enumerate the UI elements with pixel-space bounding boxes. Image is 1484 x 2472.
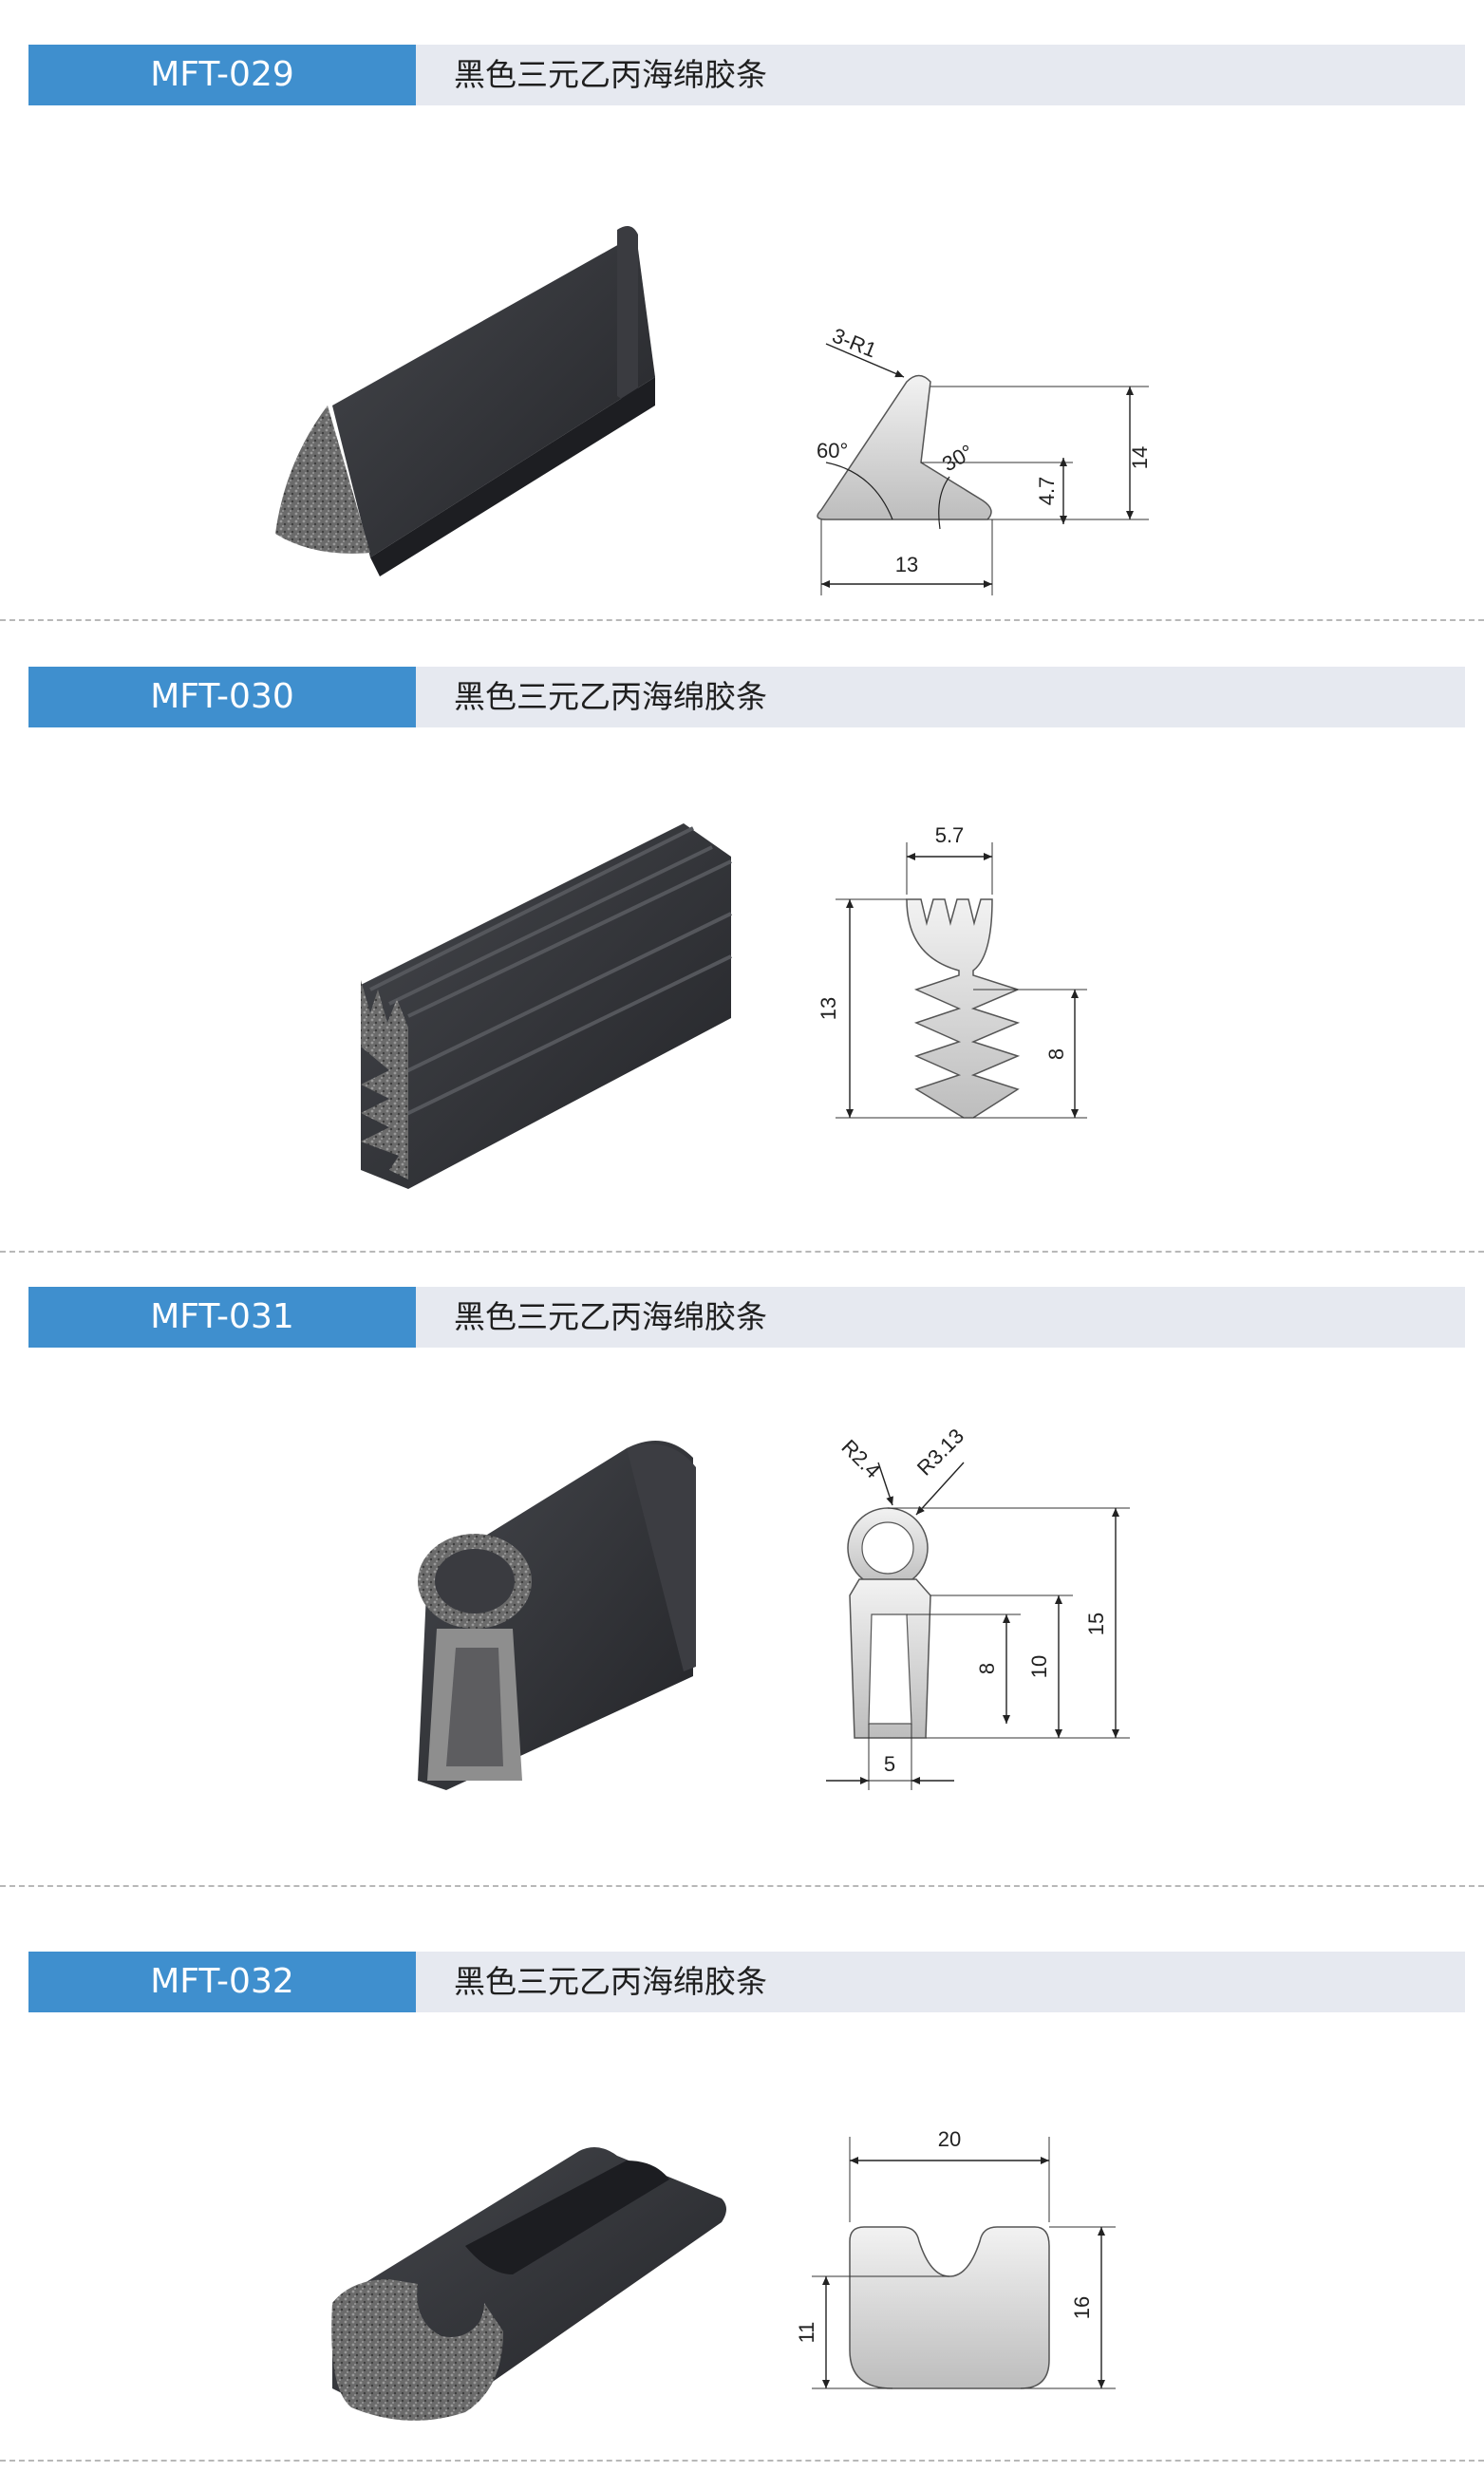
product-photo [331,2147,726,2421]
section-drawing: R2.4 R3.13 15 10 8 5 [826,1424,1130,1790]
dim-height-body: 10 [1027,1655,1051,1678]
dim-width: 20 [938,2127,961,2151]
dim-width: 5 [884,1752,895,1776]
dim-height-total: 15 [1084,1613,1108,1635]
product-code: MFT-031 [28,1287,416,1348]
product-code: MFT-029 [28,45,416,105]
product-code: MFT-030 [28,667,416,727]
product-mft-032: MFT-032 黑色三元乙丙海绵胶条 20 16 11 [0,1952,1484,2472]
product-header: MFT-030 黑色三元乙丙海绵胶条 [28,667,1465,727]
dim-radius-inner: R2.4 [836,1435,885,1483]
dim-angle-right: 30° [938,440,977,476]
product-title: 黑色三元乙丙海绵胶条 [454,678,767,715]
product-code: MFT-032 [28,1952,416,2012]
dim-width: 13 [895,553,918,576]
section-drawing: 14 4.7 13 3-R1 60° 30° [817,323,1152,595]
section-divider [0,619,1484,621]
section-drawing: 20 16 11 [795,2127,1116,2389]
product-title: 黑色三元乙丙海绵胶条 [454,1963,767,2000]
dim-height: 14 [1128,446,1152,469]
product-mft-030: MFT-030 黑色三元乙丙海绵胶条 5.7 13 8 [0,667,1484,1236]
dim-lower-height: 8 [1044,1048,1068,1060]
product-photo [361,823,732,1189]
product-mft-029: MFT-029 黑色三元乙丙海绵胶条 14 4.7 13 3-R1 60° 30… [0,45,1484,614]
product-header: MFT-032 黑色三元乙丙海绵胶条 [28,1952,1465,2012]
product-title: 黑色三元乙丙海绵胶条 [454,1298,767,1335]
section-drawing: 5.7 13 8 [817,823,1087,1119]
dim-top-width: 5.7 [935,823,965,847]
dim-height: 16 [1070,2296,1094,2319]
product-photo [418,1441,696,1790]
product-header: MFT-031 黑色三元乙丙海绵胶条 [28,1287,1465,1348]
dim-height: 13 [817,997,840,1020]
section-divider [0,2460,1484,2462]
product-title: 黑色三元乙丙海绵胶条 [454,56,767,93]
dim-height-inner: 8 [975,1663,999,1674]
section-divider [0,1251,1484,1253]
dim-angle-left: 60° [817,439,848,462]
product-photo [275,226,655,576]
dim-radius-outer: R3.13 [912,1424,968,1480]
dim-step: 4.7 [1035,477,1059,506]
product-mft-031: MFT-031 黑色三元乙丙海绵胶条 R2.4 R3.13 15 10 8 [0,1287,1484,1857]
dim-inner-height: 11 [795,2322,818,2344]
product-header: MFT-029 黑色三元乙丙海绵胶条 [28,45,1465,105]
section-divider [0,1885,1484,1887]
